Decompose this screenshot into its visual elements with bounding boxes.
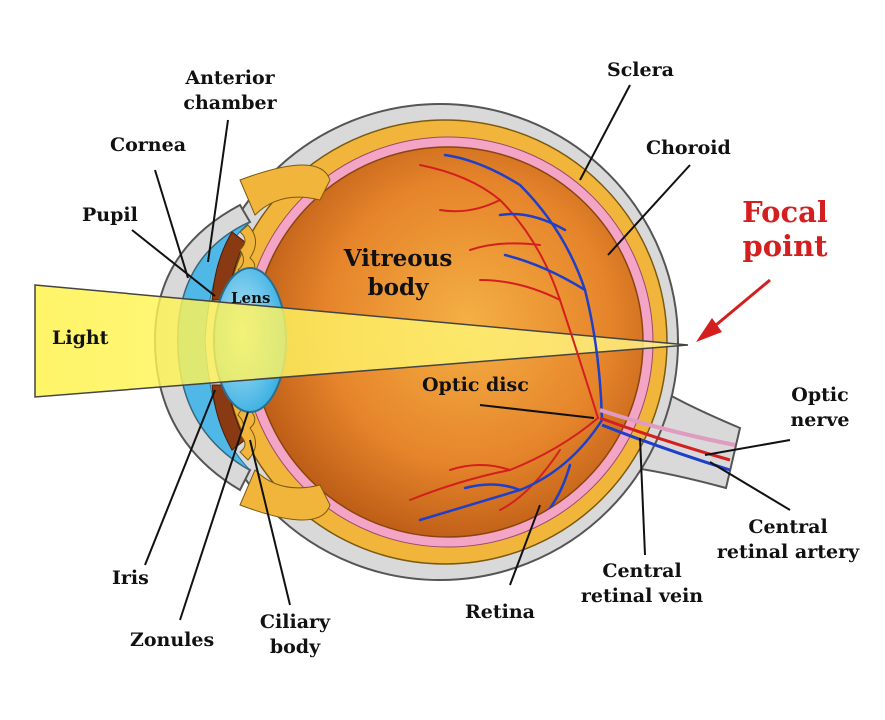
light-beam: [34, 284, 689, 398]
pointer-ciliary-body: [249, 439, 291, 606]
ciliary-body-shape: [237, 224, 256, 281]
focal-point-arrow: [696, 278, 771, 342]
retinal-vessels: [409, 153, 604, 522]
pointer-retina: [509, 504, 541, 586]
pointer-anterior-chamber: [207, 119, 229, 263]
label-pupil: Pupil: [82, 204, 138, 226]
pointer-choroid: [607, 164, 691, 256]
pointer-cornea: [154, 169, 189, 279]
label-ciliary-body: Ciliary body: [259, 611, 331, 658]
label-light: Light: [52, 327, 109, 349]
label-focal-point: Focal point: [742, 195, 828, 263]
label-optic-disc: Optic disc: [422, 374, 529, 396]
pointer-central-retinal-artery: [709, 461, 791, 511]
label-anterior-chamber: Anterior chamber: [183, 67, 277, 114]
label-sclera: Sclera: [607, 59, 674, 81]
pointer-zonules: [179, 411, 249, 621]
label-central-retinal-vein: Central retinal vein: [580, 560, 704, 607]
label-iris: Iris: [112, 567, 149, 589]
label-choroid: Choroid: [646, 137, 731, 159]
pointer-optic-nerve: [704, 439, 791, 456]
label-cornea: Cornea: [110, 134, 187, 156]
ciliary-region-lower: [239, 469, 331, 521]
label-optic-nerve: Optic nerve: [790, 384, 850, 431]
label-retina: Retina: [465, 601, 535, 623]
pointer-lines: [131, 84, 791, 621]
label-lens: Lens: [231, 289, 271, 307]
pointer-pupil: [131, 229, 216, 297]
label-central-retinal-artery: Central retinal artery: [716, 516, 860, 563]
anterior-chamber: [177, 221, 251, 471]
pointer-iris: [144, 389, 216, 566]
pointer-optic-disc: [479, 404, 595, 419]
pointer-central-retinal-vein: [639, 437, 646, 556]
iris-shape-lower: [211, 384, 246, 451]
label-zonules: Zonules: [130, 629, 215, 651]
ciliary-region: [239, 164, 331, 216]
pointer-sclera: [579, 84, 631, 181]
label-vitreous-body: Vitreous body: [343, 245, 453, 301]
